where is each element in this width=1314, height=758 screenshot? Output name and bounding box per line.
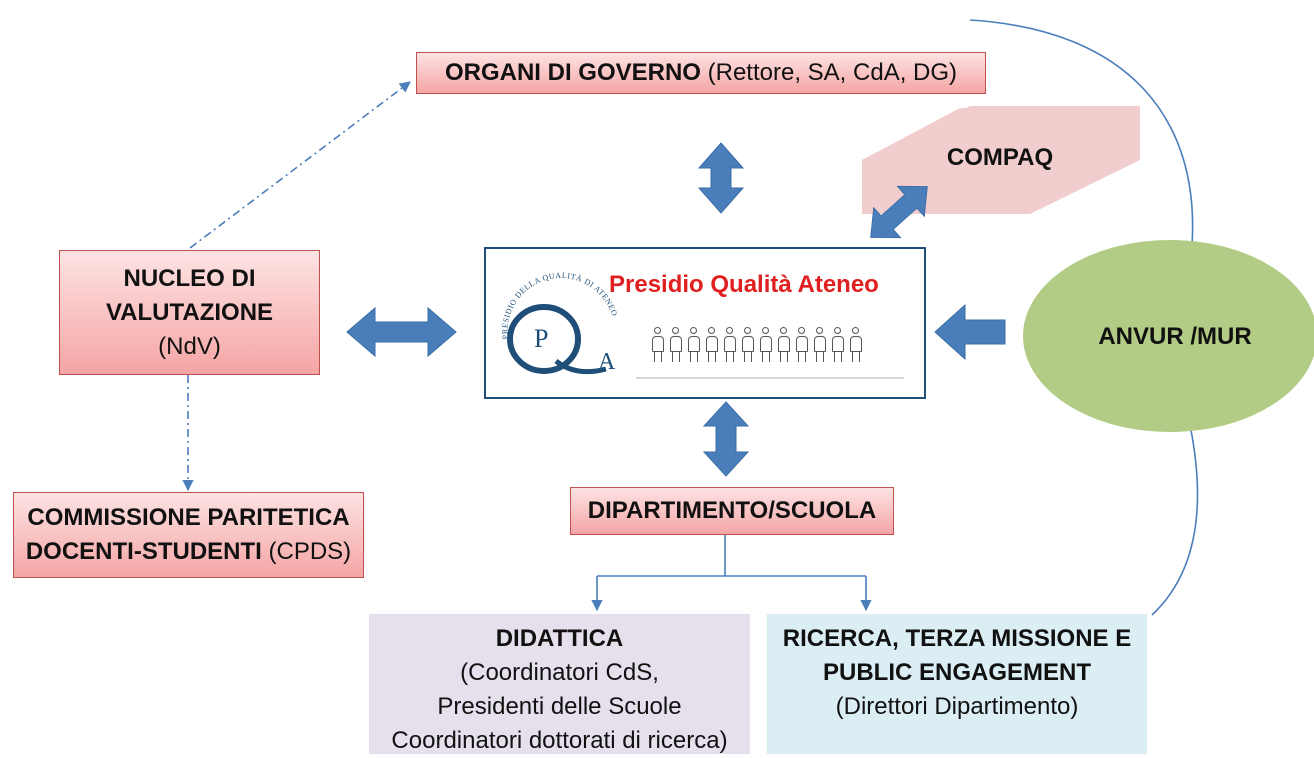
- compaq-label: COMPAQ: [946, 144, 1054, 171]
- person-icon: [849, 327, 863, 363]
- ricerca-line3: (Direttori Dipartimento): [835, 693, 1079, 720]
- anvur-label: ANVUR /MUR: [1098, 323, 1252, 350]
- person-icon: [723, 327, 737, 363]
- ricerca-box: RICERCA, TERZA MISSIONE E PUBLIC ENGAGEM…: [767, 614, 1147, 754]
- people-baseline: [636, 377, 904, 379]
- person-icon: [813, 327, 827, 363]
- commissione-box: COMMISSIONE PARITETICA DOCENTI-STUDENTI …: [13, 492, 364, 578]
- organi-box: ORGANI DI GOVERNO (Rettore, SA, CdA, DG): [416, 52, 986, 94]
- person-icon: [687, 327, 701, 363]
- presidio-box: PRESIDIO DELLA QUALITÀ DI ATENEO P A Pre…: [484, 247, 926, 399]
- anvur-link-curve-top: [969, 19, 1194, 246]
- person-icon: [705, 327, 719, 363]
- person-icon: [741, 327, 755, 363]
- anvur-link-curve-bottom: [1151, 424, 1199, 616]
- nucleo-line3: (NdV): [158, 332, 221, 360]
- person-icon: [651, 327, 665, 363]
- anvur-ellipse: [1023, 240, 1314, 432]
- qpa-logo: PRESIDIO DELLA QUALITÀ DI ATENEO P A: [500, 271, 619, 375]
- commissione-line2-normal: (CPDS): [261, 538, 352, 565]
- didattica-line3: Coordinatori dottorati di ricerca): [391, 727, 728, 754]
- arrow-presidio-dipartimento: [702, 401, 750, 477]
- logo-p: P: [534, 324, 548, 353]
- svg-text:PRESIDIO DELLA QUALITÀ DI ATEN: PRESIDIO DELLA QUALITÀ DI ATENEO: [500, 271, 619, 340]
- dipartimento-box: DIPARTIMENTO/SCUOLA: [570, 487, 894, 535]
- commissione-line2-bold: DOCENTI-STUDENTI: [25, 538, 262, 565]
- arrow-presidio-compaq: [870, 185, 928, 239]
- nucleo-to-organi-dashdot: [189, 81, 411, 249]
- commissione-line1: COMMISSIONE PARITETICA: [27, 504, 350, 531]
- organi-members: (Rettore, SA, CdA, DG): [700, 59, 958, 86]
- person-icon: [759, 327, 773, 363]
- arrow-anvur-presidio: [934, 303, 1006, 361]
- person-icon: [795, 327, 809, 363]
- person-icon: [669, 327, 683, 363]
- people-group: [651, 327, 863, 363]
- didattica-box: DIDATTICA (Coordinatori CdS, Presidenti …: [369, 614, 750, 754]
- didattica-title: DIDATTICA: [495, 625, 624, 652]
- arrow-organi-presidio: [697, 142, 745, 214]
- person-icon: [831, 327, 845, 363]
- ricerca-line2: PUBLIC ENGAGEMENT: [822, 659, 1091, 686]
- arrow-nucleo-presidio: [346, 306, 457, 358]
- presidio-title: Presidio Qualità Ateneo: [609, 271, 879, 298]
- didattica-line1: (Coordinatori CdS,: [460, 659, 659, 686]
- dipartimento-label: DIPARTIMENTO/SCUOLA: [587, 497, 877, 524]
- organi-title: ORGANI DI GOVERNO: [444, 59, 701, 86]
- logo-a: A: [598, 349, 616, 375]
- didattica-line2: Presidenti delle Scuole: [437, 693, 682, 720]
- logo-ring-text: PRESIDIO DELLA QUALITÀ DI ATENEO: [500, 271, 618, 340]
- person-icon: [777, 327, 791, 363]
- nucleo-line1: NUCLEO DI: [123, 264, 256, 292]
- nucleo-box: NUCLEO DI VALUTAZIONE (NdV): [59, 250, 320, 375]
- ricerca-line1: RICERCA, TERZA MISSIONE E: [782, 625, 1132, 652]
- nucleo-line2: VALUTAZIONE: [105, 298, 274, 326]
